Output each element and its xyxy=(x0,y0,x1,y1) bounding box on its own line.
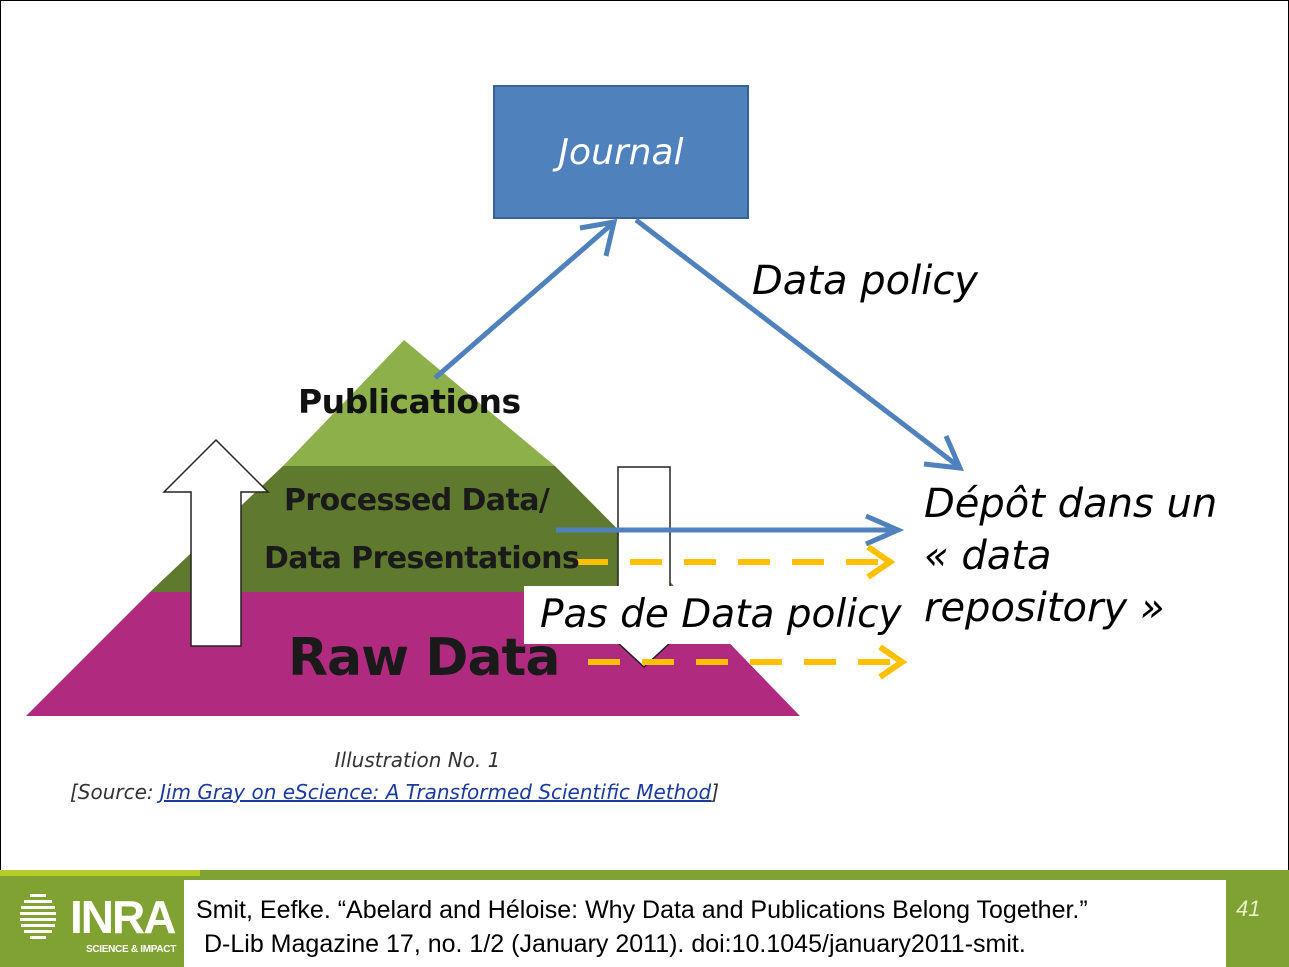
publications-to-journal-arrow xyxy=(433,218,618,380)
logo-tagline: SCIENCE & IMPACT xyxy=(86,944,177,955)
journal-label: Journal xyxy=(558,131,684,173)
pyramid-processed-label-line1: Processed Data/ xyxy=(284,483,550,518)
processed-to-repository-arrow xyxy=(556,513,905,547)
up-arrow-icon xyxy=(162,438,270,647)
source-link[interactable]: Jim Gray on eScience: A Transformed Scie… xyxy=(160,780,712,804)
repository-deposit-label: Dépôt dans un « data repository » xyxy=(924,478,1217,634)
footer-accent xyxy=(0,870,200,876)
citation-line-1: Smit, Eefke. “Abelard and Héloise: Why D… xyxy=(196,896,1088,924)
inra-logo-icon xyxy=(20,894,56,939)
pyramid-processed-label-line2: Data Presentations xyxy=(264,541,580,576)
no-data-policy-label: Pas de Data policy xyxy=(524,586,904,644)
source-caption: [Source: Jim Gray on eScience: A Transfo… xyxy=(70,780,719,804)
data-policy-label: Data policy xyxy=(752,258,978,304)
journal-to-repository-arrow xyxy=(634,218,965,471)
journal-box xyxy=(493,85,749,219)
pyramid-publications-label: Publications xyxy=(298,382,521,421)
pyramid-top-layer xyxy=(283,340,555,466)
citation-line-2: D-Lib Magazine 17, no. 1/2 (January 2011… xyxy=(204,930,1026,958)
source-prefix: [Source: xyxy=(70,780,161,804)
source-suffix: ] xyxy=(711,780,720,804)
processed-no-policy-arrow xyxy=(576,544,896,580)
deposit-line-2: « data xyxy=(924,533,1052,579)
page-number: 41 xyxy=(1236,896,1261,921)
logo-wordmark: INRA xyxy=(70,891,176,943)
pyramid-middle-layer xyxy=(150,466,680,592)
pyramid-raw-data-label: Raw Data xyxy=(288,628,560,688)
deposit-line-1: Dépôt dans un xyxy=(924,481,1218,527)
citation-box xyxy=(184,880,1226,967)
raw-no-policy-arrow xyxy=(588,644,908,680)
illustration-caption: Illustration No. 1 xyxy=(334,748,501,772)
deposit-line-3: repository » xyxy=(924,585,1165,631)
